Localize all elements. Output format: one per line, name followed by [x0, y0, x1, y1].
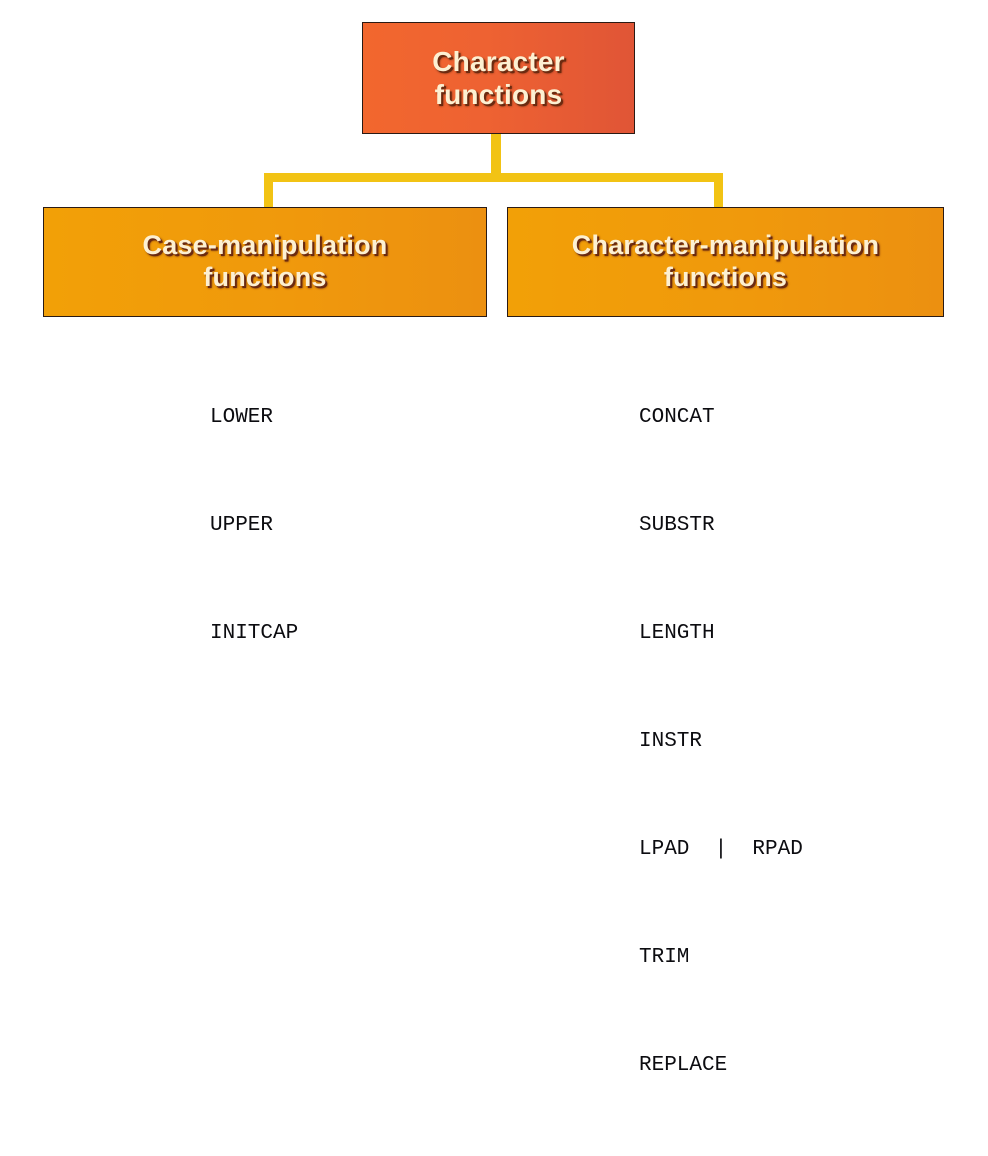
node-character-manipulation-functions: Character-manipulation functions	[507, 207, 944, 317]
node-case-manipulation-functions: Case-manipulation functions	[43, 207, 487, 317]
connector-horizontal-bar	[264, 173, 723, 182]
function-item: LENGTH	[639, 622, 715, 645]
node-character-functions-label: Character functions	[432, 45, 565, 110]
function-item: UPPER	[210, 514, 274, 537]
connector-stem-root	[491, 133, 501, 181]
node-character-functions: Character functions	[362, 22, 635, 134]
function-item: LPAD | RPAD	[639, 838, 803, 861]
function-item: INSTR	[639, 730, 703, 753]
function-item: SUBSTR	[639, 514, 715, 537]
function-item: LOWER	[210, 406, 274, 429]
function-list-case-manipulation: LOWER UPPER INITCAP	[210, 328, 298, 724]
function-item: INITCAP	[210, 622, 299, 645]
function-list-character-manipulation: CONCAT SUBSTR LENGTH INSTR LPAD | RPAD T…	[639, 328, 803, 1156]
connector-drop-left-child	[264, 173, 273, 211]
node-case-manipulation-functions-label: Case-manipulation functions	[142, 230, 388, 292]
character-functions-diagram: Character functions Case-manipulation fu…	[43, 22, 944, 1077]
function-item: CONCAT	[639, 406, 715, 429]
connector-drop-right-child	[714, 173, 723, 211]
function-item: REPLACE	[639, 1054, 728, 1077]
function-item: TRIM	[639, 946, 690, 969]
node-character-manipulation-functions-label: Character-manipulation functions	[571, 230, 880, 292]
